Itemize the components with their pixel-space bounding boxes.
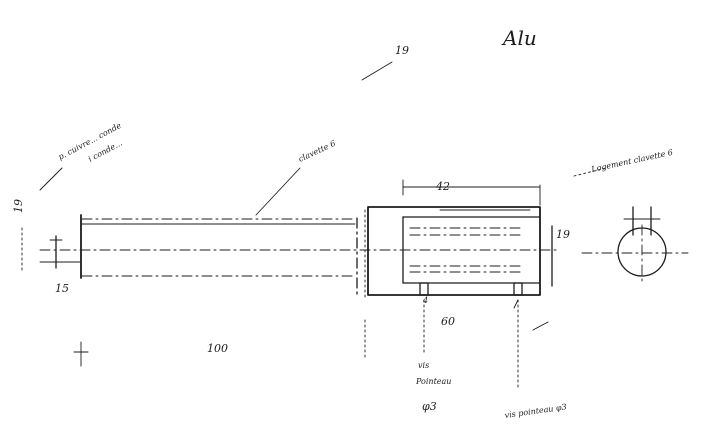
- hub-height-label: 19: [556, 228, 570, 241]
- screw-right-arrow: [513, 299, 519, 309]
- hub-width-label: 42: [435, 180, 450, 193]
- part-ref-label: 19: [395, 44, 409, 57]
- screw-left-note-3: φ3: [422, 400, 437, 413]
- mid-note-label: clavette 6: [297, 139, 337, 164]
- left-height-dim: 19: [12, 199, 25, 213]
- screw-left-note-2: Pointeau: [415, 377, 451, 386]
- hub-hole-small-label: 4: [422, 296, 428, 305]
- right-note-leader: [573, 167, 607, 177]
- mid-note-leader: [255, 167, 301, 216]
- right-note-label: Logement clavette 6: [590, 148, 674, 174]
- shaft-dia-label: 15: [55, 282, 69, 295]
- shaft-length-label: 100: [207, 342, 228, 355]
- screw-left-note-1: vis: [418, 361, 429, 370]
- hub-hole-right: [513, 282, 523, 296]
- screw-right-note: vis pointeau φ3: [504, 402, 567, 420]
- material-note: Alu: [501, 26, 537, 50]
- part-ref-leader: [361, 61, 393, 81]
- hub-body: [367, 206, 541, 296]
- hub-hole-left: [419, 282, 429, 296]
- left-note-leader: [39, 167, 63, 191]
- hole-spacing-label: 60: [441, 315, 455, 328]
- hole-spacing-arrow: [532, 321, 549, 331]
